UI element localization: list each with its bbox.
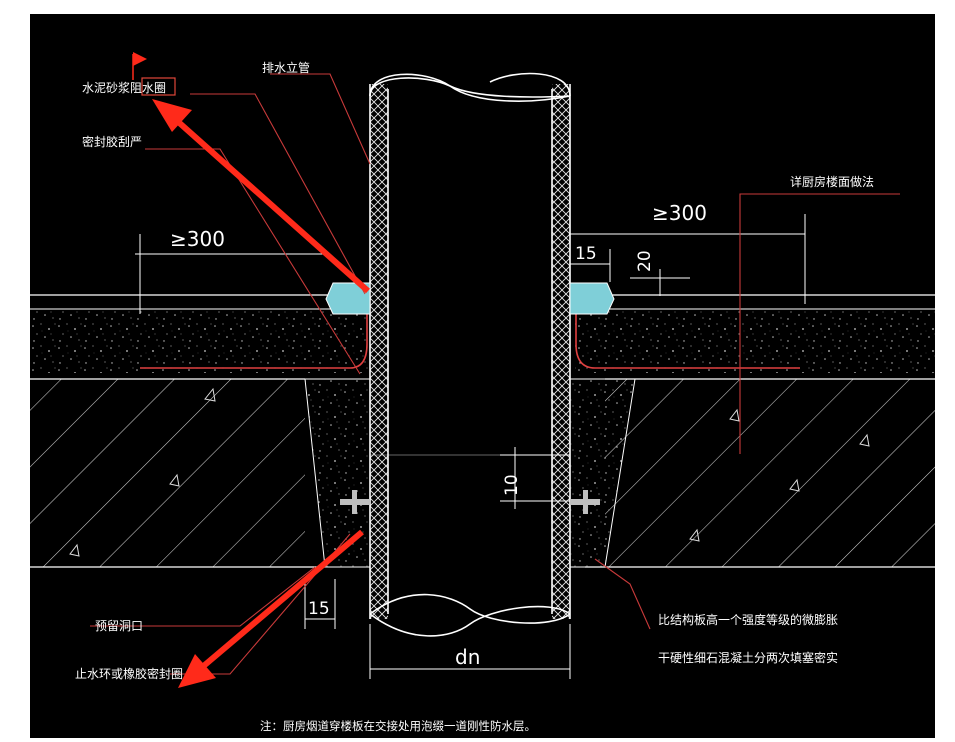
highlight-box	[141, 77, 176, 96]
red-arrow-up	[152, 99, 370, 294]
dimension-hole-gap: 15	[308, 599, 330, 619]
dimension-left-width: ≥300	[170, 227, 225, 251]
label-reserved-hole: 预留洞口	[95, 619, 143, 633]
label-cement-ring: 水泥砂浆阻水圈	[82, 80, 166, 95]
structural-slab	[30, 378, 935, 568]
label-water-stop-ring: 止水环或橡胶密封圈	[75, 666, 183, 681]
dimension-stop-ring-offset: 10	[502, 474, 522, 496]
label-kitchen-floor: 详厨房楼面做法	[790, 174, 874, 189]
drain-pipe	[369, 72, 571, 637]
leader-lines	[90, 73, 900, 675]
dimension-ring-width: 15	[575, 244, 597, 264]
cement-mortar-ring	[325, 282, 615, 315]
cad-drawing-canvas: 水泥砂浆阻水圈 密封胶刮严 排水立管 详厨房楼面做法 预留洞口 止水环或橡胶密封…	[30, 14, 935, 738]
label-sealant: 密封胶刮严	[82, 134, 142, 149]
dimension-ring-height: 20	[635, 250, 655, 272]
pipe-penetration-detail-drawing: 水泥砂浆阻水圈 密封胶刮严 排水立管 详厨房楼面做法 预留洞口 止水环或橡胶密封…	[30, 52, 935, 733]
pipe-insulation-wall	[370, 84, 570, 619]
dimension-pipe-diameter: dn	[455, 645, 480, 669]
label-drain-pipe: 排水立管	[262, 60, 310, 75]
waterproof-membrane	[140, 306, 800, 369]
dimension-right-width: ≥300	[652, 201, 707, 225]
floor-screed-layer	[30, 294, 935, 373]
label-expansion-concrete: 比结构板高一个强度等级的微膨胀	[658, 612, 838, 627]
water-stop-ring	[340, 490, 600, 514]
red-arrow-down	[178, 529, 364, 688]
dimension-lines	[135, 214, 806, 679]
label-fill-concrete: 干硬性细石混凝土分两次填塞密实	[658, 650, 838, 665]
flag-marker-icon	[132, 52, 147, 80]
drawing-note: 注：厨房烟道穿楼板在交接处用泡缀一道刚性防水层。	[260, 719, 536, 733]
